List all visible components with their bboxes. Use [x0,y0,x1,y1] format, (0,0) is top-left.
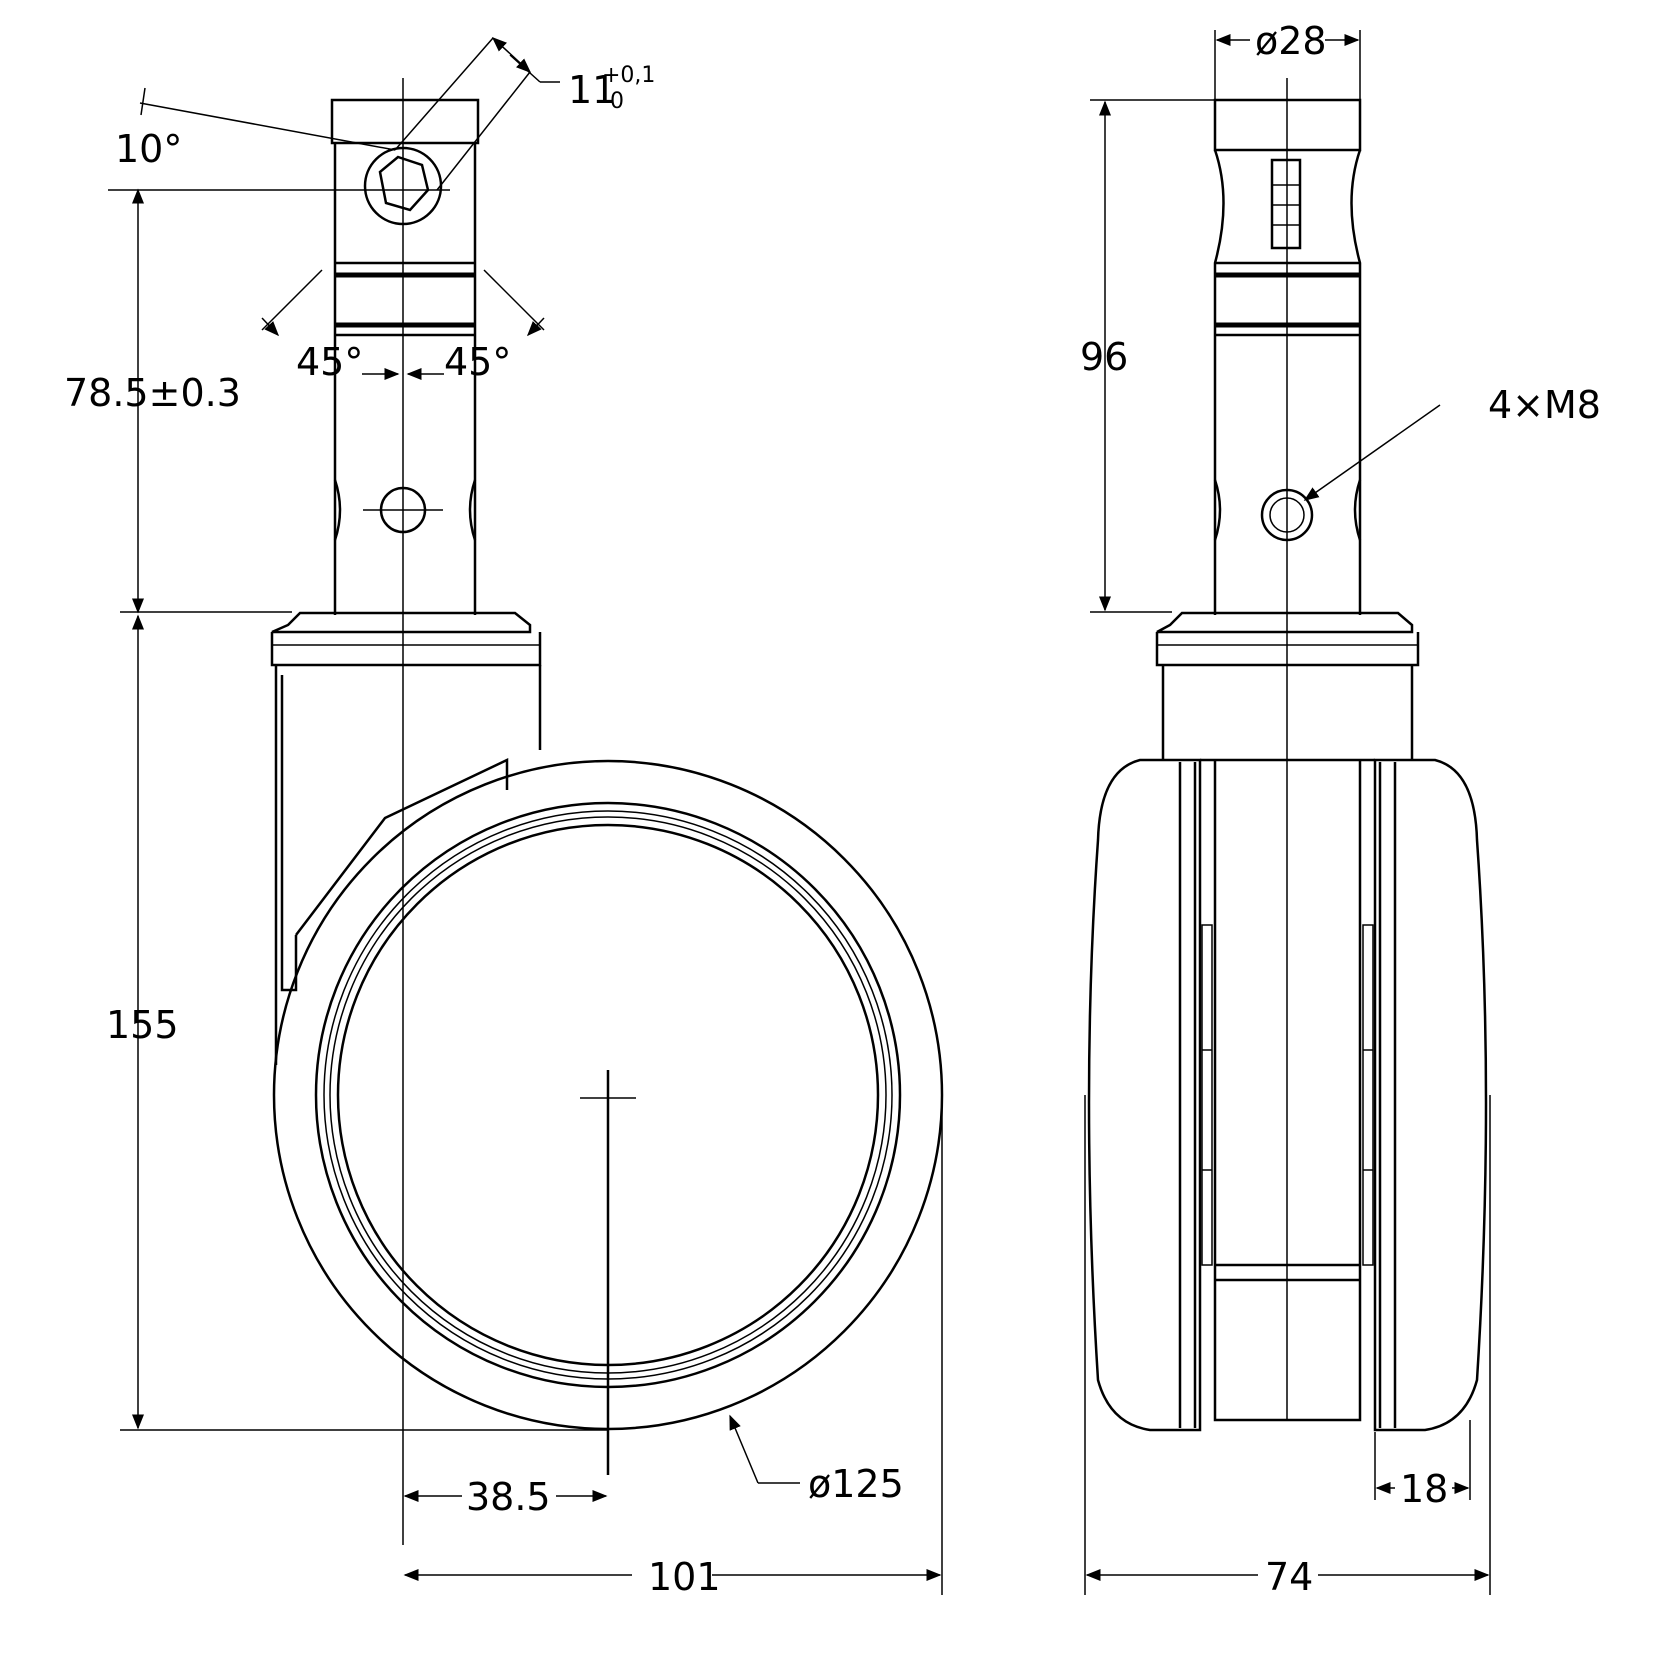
tolerance-lower-label: -0 [602,89,624,114]
stem-top-block [330,98,480,145]
flange [271,611,532,634]
angle-45-right-label: 45° [444,340,511,384]
front-view: ø28 96 4×M8 18 74 [1080,19,1601,1599]
right-tread [1373,758,1488,1432]
wheel-diameter-label: ø125 [808,1462,904,1506]
offset-label: 38.5 [466,1475,551,1519]
front-stem-height-label: 96 [1080,335,1128,379]
wheel-height-label: 155 [106,1003,179,1047]
fork-housing [274,665,542,1065]
front-stem-body [1213,149,1362,615]
side-view: 10° 11 +0,1 -0 45° 45° 78.5±0.3 155 38.5… [64,36,944,1599]
thread-note-label: 4×M8 [1488,383,1601,427]
overall-width-side-label: 101 [648,1555,721,1599]
front-stem-slot [1270,158,1302,250]
stem-diameter-label: ø28 [1255,19,1327,63]
angle-45-left-label: 45° [296,340,363,384]
angle-10-label: 10° [115,127,182,171]
hex-socket-icon [378,155,430,212]
overall-width-front-label: 74 [1265,1555,1313,1599]
front-flange [1156,611,1414,634]
stem-height-label: 78.5±0.3 [64,371,241,415]
tolerance-base-label: 11 [568,68,616,112]
tread-width-label: 18 [1400,1467,1448,1511]
tolerance-upper-label: +0,1 [602,63,655,88]
left-tread [1087,758,1202,1432]
